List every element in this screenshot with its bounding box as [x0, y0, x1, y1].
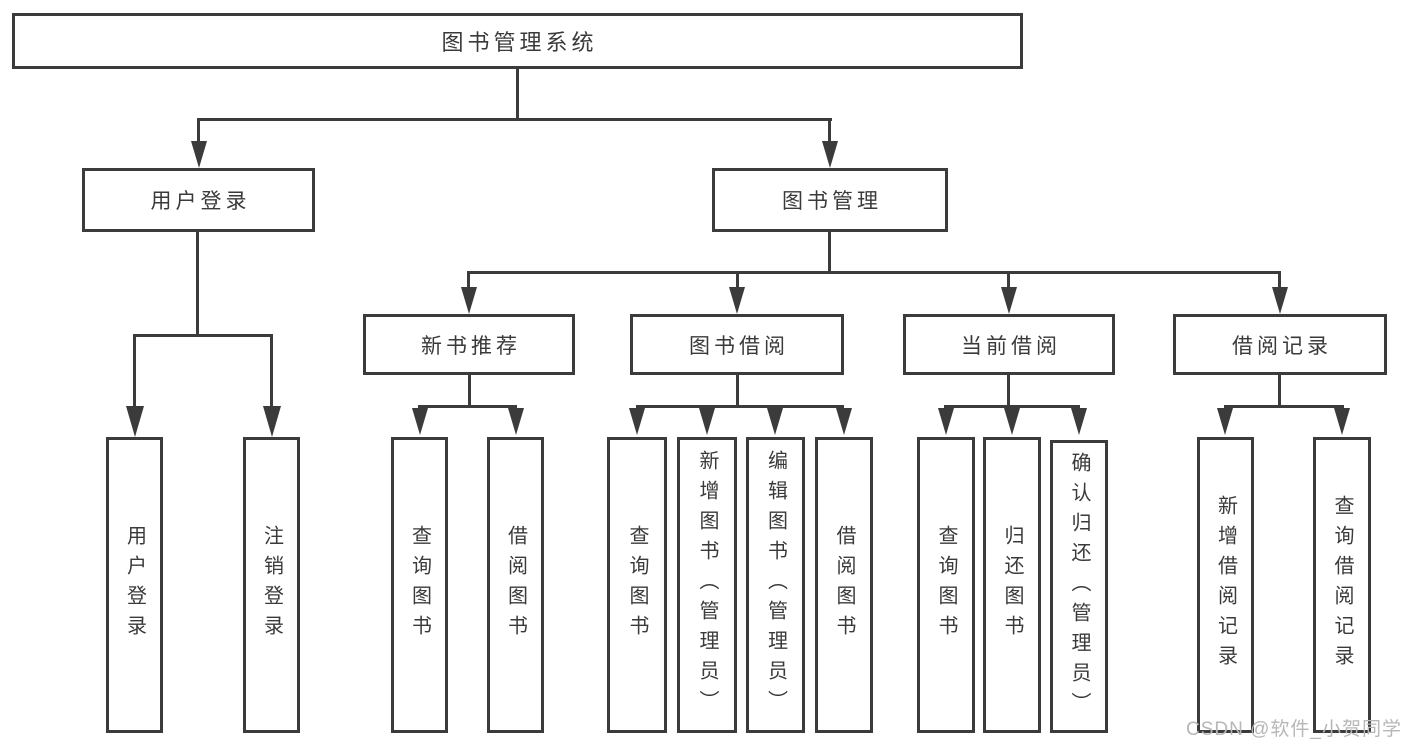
edge-book-mgmt-drop: [828, 232, 831, 273]
edge-level2-stub-right: [828, 118, 831, 142]
edge-user-login-stub-right: [270, 334, 273, 407]
edge-user-login-rail: [133, 334, 273, 337]
arrowhead-book-mgmt: [822, 141, 838, 168]
edge-level2-stub-left: [197, 118, 200, 142]
arrowhead-borrow-book-1: [508, 408, 524, 435]
node-book-management: 图书管理: [712, 168, 948, 232]
arrowhead-borrow-record: [1272, 287, 1288, 314]
node-borrow-record: 借阅记录: [1173, 314, 1387, 375]
leaf-query-book-2: 查询图书: [607, 437, 667, 733]
arrowhead-leaf-user-login: [126, 406, 144, 437]
node-book-borrow: 图书借阅: [630, 314, 844, 375]
edge-level2-rail: [197, 118, 832, 121]
arrowhead-return-book: [1004, 408, 1020, 435]
arrowhead-query-book-1: [412, 408, 428, 435]
edge-new-book-rec-drop: [468, 375, 471, 407]
leaf-borrow-book-1: 借阅图书: [487, 437, 544, 733]
arrowhead-leaf-logout: [263, 406, 281, 437]
edge-level3-stub-4: [1278, 271, 1281, 288]
edge-book-borrow-drop: [736, 375, 739, 407]
arrowhead-borrow-book-2: [836, 408, 852, 435]
edge-current-borrow-rail: [944, 405, 1080, 408]
edge-level3-stub-1: [467, 271, 470, 288]
leaf-query-book-3: 查询图书: [917, 437, 975, 733]
node-current-borrow: 当前借阅: [903, 314, 1115, 375]
edge-new-book-rec-rail: [418, 405, 517, 408]
arrowhead-query-book-3: [938, 408, 954, 435]
edge-current-borrow-drop: [1007, 375, 1010, 407]
arrowhead-query-borrow-record: [1334, 408, 1350, 435]
leaf-query-book-1: 查询图书: [391, 437, 448, 733]
leaf-query-borrow-record: 查询借阅记录: [1313, 437, 1371, 733]
edge-root-drop: [516, 68, 519, 121]
arrowhead-edit-book-admin: [767, 408, 783, 435]
leaf-edit-book-admin: 编辑图书（管理员）: [746, 437, 805, 733]
leaf-add-borrow-record: 新增借阅记录: [1197, 437, 1254, 733]
edge-level3-rail: [467, 271, 1281, 274]
csdn-watermark: CSDN @软件_小贺同学: [1186, 719, 1402, 740]
arrowhead-new-book-rec: [461, 287, 477, 314]
arrowhead-book-borrow: [729, 287, 745, 314]
edge-user-login-stub-left: [133, 334, 136, 407]
edge-book-borrow-rail: [636, 405, 844, 408]
node-user-login: 用户登录: [82, 168, 315, 232]
edge-borrow-record-rail: [1224, 405, 1344, 408]
arrowhead-user-login: [191, 141, 207, 168]
arrowhead-current-borrow: [1001, 287, 1017, 314]
leaf-logout: 注销登录: [243, 437, 300, 733]
node-new-book-recommend: 新书推荐: [363, 314, 575, 375]
leaf-user-login: 用户登录: [106, 437, 163, 733]
edge-user-login-drop: [196, 232, 199, 336]
node-root-system: 图书管理系统: [12, 13, 1023, 69]
edge-level3-stub-3: [1007, 271, 1010, 288]
edge-borrow-record-drop: [1278, 375, 1281, 407]
leaf-borrow-book-2: 借阅图书: [815, 437, 873, 733]
leaf-add-book-admin: 新增图书（管理员）: [677, 437, 737, 733]
arrowhead-add-book-admin: [699, 408, 715, 435]
leaf-return-book: 归还图书: [983, 437, 1041, 733]
edge-level3-stub-2: [736, 271, 739, 288]
arrowhead-add-borrow-record: [1217, 408, 1233, 435]
arrowhead-query-book-2: [629, 408, 645, 435]
arrowhead-confirm-return: [1071, 408, 1087, 435]
leaf-confirm-return-admin: 确认归还（管理员）: [1050, 440, 1108, 733]
